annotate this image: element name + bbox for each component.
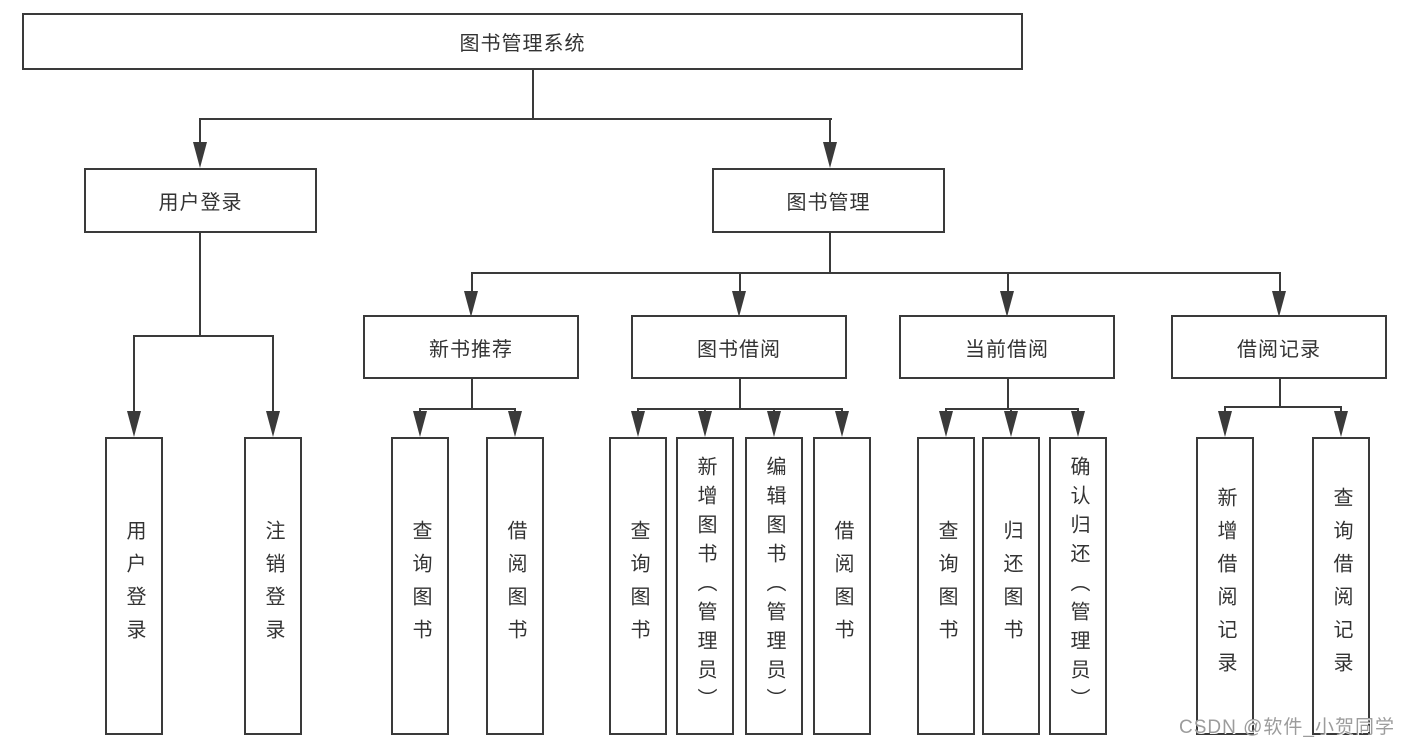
leaf-confirm-return-admin: 确认归还（管理员） [1049,437,1107,735]
connector-records-drop [1279,379,1281,407]
node-borrow-records: 借阅记录 [1171,315,1387,379]
leaf-edit-book-admin: 编辑图书（管理员） [745,437,803,735]
leaf-return-books: 归还图书 [982,437,1040,735]
node-label: 新书推荐 [429,338,513,361]
leaf-label: 编辑图书（管理员） [763,455,785,717]
arrow-down-icon [413,411,427,437]
connector-records-branch [1224,406,1342,408]
arrow-down-icon [1071,411,1085,437]
arrow-down-icon [193,142,207,168]
leaf-query-books-current: 查询图书 [917,437,975,735]
connector-book-mgmt-drop [829,233,831,274]
node-label: 借阅记录 [1237,338,1321,361]
leaf-label: 查询图书 [627,520,649,652]
connector-recommend-branch [419,408,516,410]
leaf-label: 新增图书（管理员） [694,455,716,717]
arrow-down-icon [698,411,712,437]
connector-root-branch [199,118,832,120]
leaf-label: 归还图书 [1000,520,1022,652]
node-new-book-recommend: 新书推荐 [363,315,579,379]
leaf-user-login: 用户登录 [105,437,163,735]
leaf-label: 借阅图书 [504,520,526,652]
connector-leaf-line [133,337,135,415]
leaf-label: 新增借阅记录 [1214,487,1236,685]
connector-to-user-login [199,120,201,148]
leaf-label: 查询图书 [409,520,431,652]
arrow-down-icon [1218,411,1232,437]
leaf-label: 注销登录 [262,520,284,652]
arrow-down-icon [508,411,522,437]
node-user-login: 用户登录 [84,168,317,233]
node-root: 图书管理系统 [22,13,1023,70]
leaf-label: 查询借阅记录 [1330,487,1352,685]
leaf-query-borrow-record: 查询借阅记录 [1312,437,1370,735]
connector-root-drop [532,70,534,120]
leaf-label: 查询图书 [935,520,957,652]
arrow-down-icon [939,411,953,437]
connector-user-login-drop [199,233,201,337]
node-label: 图书管理 [786,192,871,214]
node-book-management: 图书管理 [712,168,945,233]
connector-book-mgmt-branch [471,272,1281,274]
arrow-down-icon [1334,411,1348,437]
leaf-query-books-borrow: 查询图书 [609,437,667,735]
arrow-down-icon [1000,291,1014,317]
leaf-query-books-recommend: 查询图书 [391,437,449,735]
connector-l3-line [739,274,741,296]
leaf-label: 借阅图书 [831,520,853,652]
arrow-down-icon [732,291,746,317]
leaf-label: 确认归还（管理员） [1067,455,1089,717]
arrow-down-icon [823,142,837,168]
connector-borrow-branch [637,408,843,410]
leaf-label: 用户登录 [123,520,145,652]
leaf-add-book-admin: 新增图书（管理员） [676,437,734,735]
connector-user-login-branch [133,335,274,337]
watermark: CSDN @软件_小贺同学 [1179,717,1395,738]
node-root-label: 图书管理系统 [459,33,586,55]
leaf-borrow-books-recommend: 借阅图书 [486,437,544,735]
connector-leaf-line [272,337,274,415]
node-label: 图书借阅 [697,338,781,361]
arrow-down-icon [464,291,478,317]
leaf-logout-login: 注销登录 [244,437,302,735]
arrow-down-icon [1272,291,1286,317]
connector-current-branch [945,408,1079,410]
node-current-borrow: 当前借阅 [899,315,1115,379]
arrow-down-icon [767,411,781,437]
node-book-borrow: 图书借阅 [631,315,847,379]
connector-recommend-drop [471,379,473,409]
arrow-down-icon [631,411,645,437]
connector-current-drop [1007,379,1009,409]
connector-l3-line [471,274,473,296]
arrow-down-icon [1004,411,1018,437]
connector-l3-line [1007,274,1009,296]
arrow-down-icon [127,411,141,437]
node-label: 用户登录 [158,192,243,214]
leaf-add-borrow-record: 新增借阅记录 [1196,437,1254,735]
connector-borrow-drop [739,379,741,409]
arrow-down-icon [266,411,280,437]
connector-to-book-mgmt [829,120,831,148]
node-label: 当前借阅 [965,338,1049,361]
connector-l3-line [1279,274,1281,296]
leaf-borrow-books: 借阅图书 [813,437,871,735]
arrow-down-icon [835,411,849,437]
